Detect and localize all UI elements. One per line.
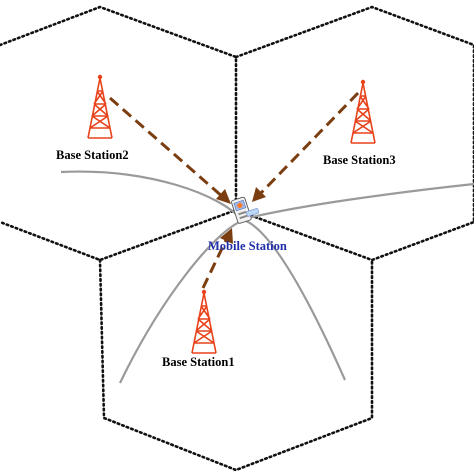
- cell-top-left: [0, 5, 238, 262]
- mobile-station-device: [231, 196, 260, 224]
- hyperbola-curves: [60, 170, 474, 384]
- cell-top-right: [234, 5, 474, 262]
- link-base-station-1: [201, 237, 229, 289]
- radio-tower-icon: [350, 79, 376, 144]
- cell-bottom: [98, 258, 374, 472]
- hyperbola-left: [60, 170, 242, 220]
- phone-keypad-slide: [246, 208, 260, 217]
- link-base-station-2: [109, 96, 225, 200]
- base-station-2-tower: [87, 74, 113, 139]
- signal-links: [109, 91, 360, 289]
- link-base-station-3: [258, 91, 360, 196]
- arrowhead-base-station-2: [216, 189, 231, 204]
- base-station-1-tower: [191, 289, 217, 354]
- cell-boundaries: [0, 5, 474, 472]
- label-base-station-3: Base Station3: [323, 153, 396, 167]
- radio-tower-icon: [87, 74, 113, 139]
- base-station-3-tower: [350, 79, 376, 144]
- mobile-phone-icon: [231, 196, 252, 224]
- label-base-station-2: Base Station2: [56, 148, 129, 162]
- arrowhead-base-station-1: [220, 228, 233, 244]
- arrowhead-base-station-3: [252, 187, 266, 202]
- label-mobile-station: Mobile Station: [208, 239, 287, 253]
- label-base-station-1: Base Station1: [162, 355, 235, 369]
- radio-tower-icon: [191, 289, 217, 354]
- hyperbola-right: [243, 182, 474, 221]
